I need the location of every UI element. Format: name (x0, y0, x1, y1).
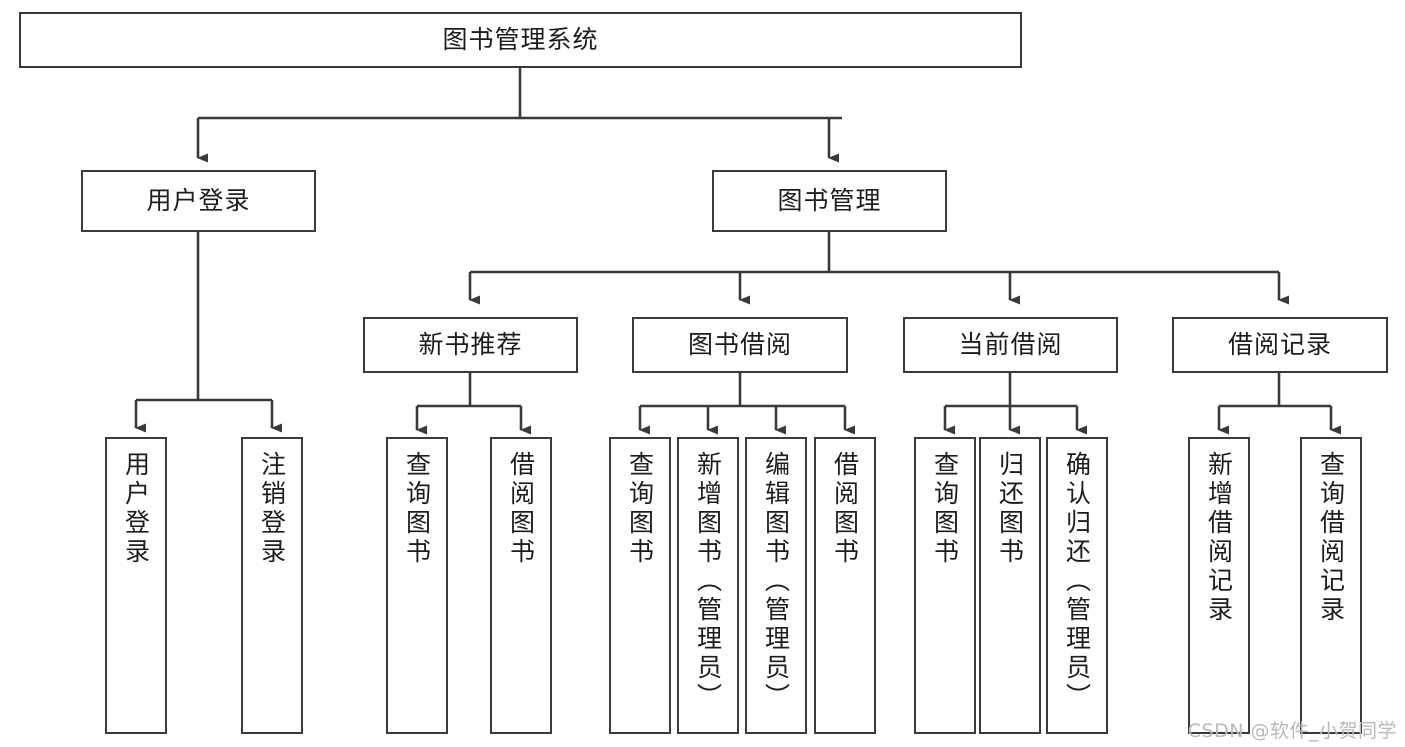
node-label: 编辑图书（管理员） (761, 451, 791, 712)
node-book-management[interactable]: 图书管理 (712, 170, 947, 232)
node-borrow-record[interactable]: 借阅记录 (1172, 317, 1388, 373)
node-label: 注销登录 (257, 451, 287, 567)
node-label: 新增图书（管理员） (693, 451, 723, 712)
node-label: 新增借阅记录 (1204, 451, 1234, 625)
node-user-login[interactable]: 用户登录 (81, 170, 316, 232)
node-label: 图书管理系统 (442, 25, 599, 55)
node-label: 用户登录 (146, 186, 251, 216)
leaf-borrow-borrow-book[interactable]: 借阅图书 (814, 437, 876, 734)
leaf-record-query-borrow-record[interactable]: 查询借阅记录 (1300, 437, 1362, 734)
leaf-recommend-query-book[interactable]: 查询图书 (386, 437, 448, 734)
node-label: 新书推荐 (418, 330, 523, 360)
node-label: 确认归还（管理员） (1062, 451, 1092, 712)
leaf-borrow-add-book-admin[interactable]: 新增图书（管理员） (677, 437, 739, 734)
watermark: CSDN @软件_小贺同学 (1187, 720, 1397, 742)
leaf-user-login-logout[interactable]: 注销登录 (241, 437, 303, 734)
node-book-borrow[interactable]: 图书借阅 (632, 317, 848, 373)
leaf-recommend-borrow-book[interactable]: 借阅图书 (490, 437, 552, 734)
leaf-current-confirm-return-admin[interactable]: 确认归还（管理员） (1046, 437, 1108, 734)
node-label: 查询图书 (625, 451, 655, 567)
node-label: 图书管理 (777, 186, 882, 216)
leaf-user-login-login[interactable]: 用户登录 (105, 437, 167, 734)
node-label: 查询图书 (402, 451, 432, 567)
node-label: 借阅图书 (830, 451, 860, 567)
node-label: 用户登录 (121, 451, 151, 567)
leaf-borrow-edit-book-admin[interactable]: 编辑图书（管理员） (745, 437, 807, 734)
node-label: 查询借阅记录 (1316, 451, 1346, 625)
node-label: 借阅记录 (1227, 330, 1332, 360)
node-label: 借阅图书 (506, 451, 536, 567)
node-root-book-management-system[interactable]: 图书管理系统 (19, 12, 1022, 68)
node-label: 查询图书 (930, 451, 960, 567)
leaf-current-query-book[interactable]: 查询图书 (914, 437, 976, 734)
node-label: 当前借阅 (958, 330, 1063, 360)
leaf-current-return-book[interactable]: 归还图书 (979, 437, 1041, 734)
leaf-borrow-query-book[interactable]: 查询图书 (609, 437, 671, 734)
node-label: 归还图书 (995, 451, 1025, 567)
node-new-book-recommend[interactable]: 新书推荐 (363, 317, 578, 373)
node-label: 图书借阅 (687, 330, 792, 360)
leaf-record-add-borrow-record[interactable]: 新增借阅记录 (1188, 437, 1250, 734)
node-current-borrow[interactable]: 当前借阅 (903, 317, 1118, 373)
